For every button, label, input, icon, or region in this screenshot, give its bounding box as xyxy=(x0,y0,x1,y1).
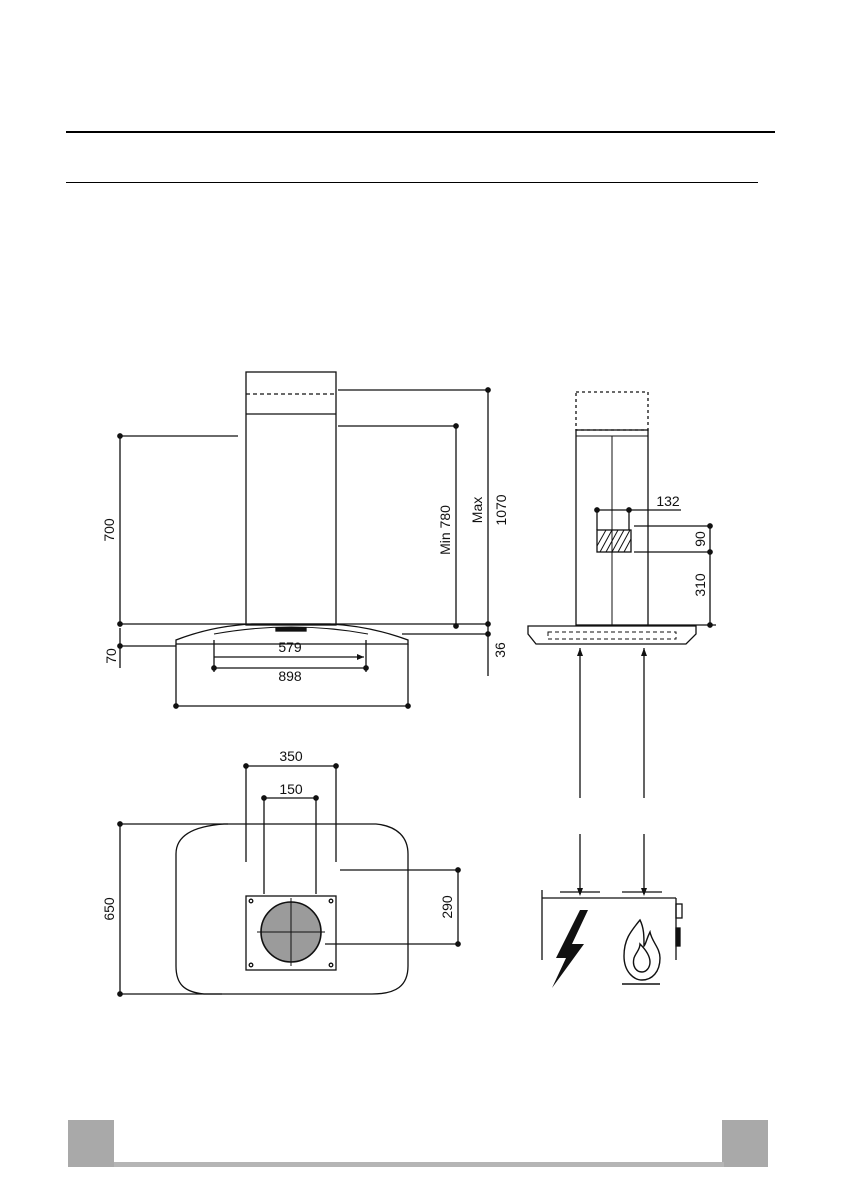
dim-36-label: 36 xyxy=(492,642,508,658)
dim-max-value-label: 1070 xyxy=(493,494,509,525)
footer-tab-left xyxy=(68,1120,114,1167)
dim-350-label: 350 xyxy=(279,748,303,764)
dim-70-label: 70 xyxy=(103,648,119,664)
dim-min-780-label: Min 780 xyxy=(437,505,453,555)
chimney xyxy=(246,372,336,625)
dim-150-label: 150 xyxy=(279,781,303,797)
side-hood-body xyxy=(528,626,696,644)
side-view: 132 90 310 xyxy=(528,392,716,988)
dim-132-label: 132 xyxy=(656,493,680,509)
dim-700-label: 700 xyxy=(101,518,117,542)
dim-90-label: 90 xyxy=(692,531,708,547)
front-view: 700 Min 780 Max 1070 36 70 579 898 xyxy=(101,372,509,708)
footer-tab-right xyxy=(722,1120,768,1167)
footer-rule xyxy=(114,1162,724,1167)
dim-290-label: 290 xyxy=(439,895,455,919)
flame-icon xyxy=(622,920,660,984)
dim-310-label: 310 xyxy=(692,573,708,597)
top-view: 350 150 650 290 xyxy=(101,748,460,996)
dim-898-label: 898 xyxy=(278,668,302,684)
lightning-bolt-icon xyxy=(552,910,588,988)
dim-650-label: 650 xyxy=(101,897,117,921)
dim-579-label: 579 xyxy=(278,639,302,655)
dim-max-word-label: Max xyxy=(469,497,485,523)
